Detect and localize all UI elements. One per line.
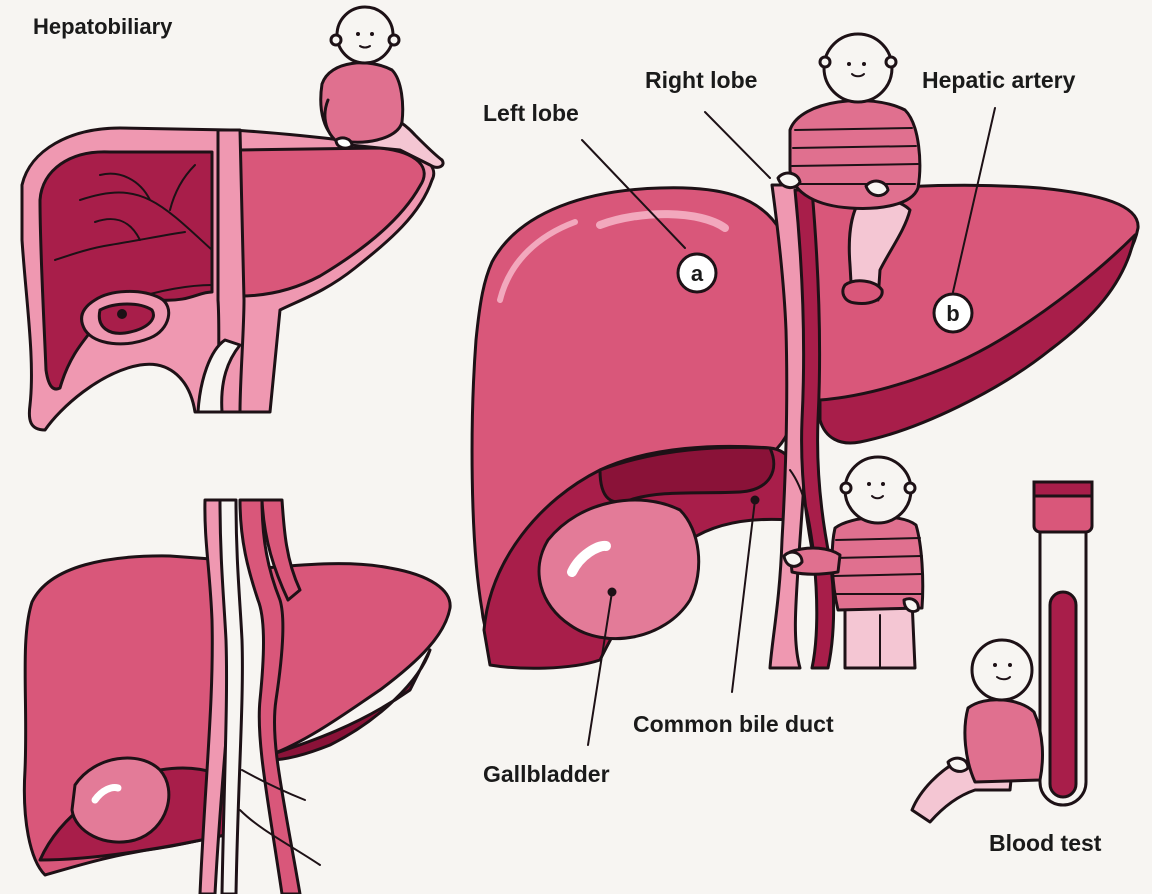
main-liver	[472, 185, 1138, 668]
label-gallbladder: Gallbladder	[483, 761, 610, 787]
child-sitting-by-tube	[912, 640, 1042, 822]
gallbladder-dot	[608, 588, 617, 597]
liver-cross-section	[22, 128, 434, 430]
label-blood-test: Blood test	[989, 830, 1102, 856]
common-bile-duct-dot	[751, 496, 760, 505]
label-right-lobe: Right lobe	[645, 67, 757, 93]
marker-b: b	[934, 294, 972, 332]
label-common-bile-duct: Common bile duct	[633, 711, 834, 737]
label-left-lobe: Left lobe	[483, 100, 579, 126]
label-hepatic-artery: Hepatic artery	[922, 67, 1076, 93]
page-title: Hepatobiliary	[33, 14, 173, 39]
marker-a-label: a	[691, 261, 704, 286]
marker-b-label: b	[946, 301, 959, 326]
liver-with-vessels	[24, 500, 450, 894]
common-bile-duct-leader	[732, 500, 755, 692]
right-lobe-leader	[705, 112, 770, 178]
marker-a: a	[678, 254, 716, 292]
child-sitting-on-liver	[321, 7, 443, 167]
